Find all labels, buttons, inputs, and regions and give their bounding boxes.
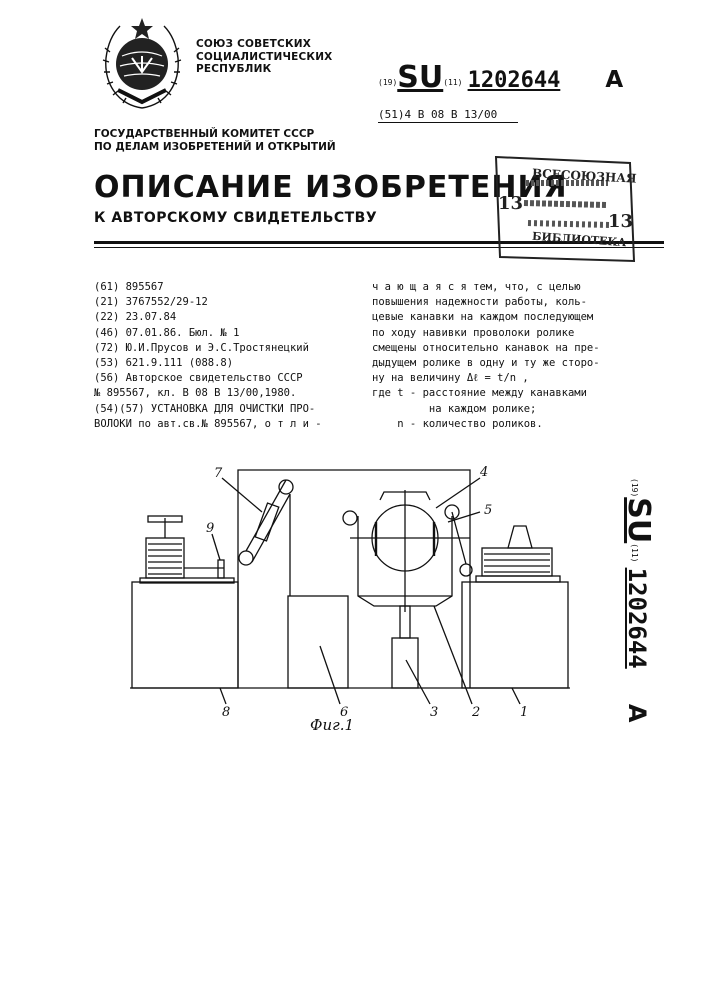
committee-name: ГОСУДАРСТВЕННЫЙ КОМИТЕТ СССР ПО ДЕЛАМ ИЗ…	[94, 128, 336, 154]
inid-code-19: (19)	[378, 78, 397, 87]
patent-number: 1202644	[468, 68, 561, 93]
country-line: РЕСПУБЛИК	[196, 63, 332, 76]
side-inid-19: (19)	[630, 478, 639, 497]
right-block-1	[462, 582, 568, 688]
claim-line: на каждом ролике;	[372, 402, 672, 417]
country-name: СОЮЗ СОВЕТСКИХ СОЦИАЛИСТИЧЕСКИХ РЕСПУБЛИ…	[196, 38, 332, 76]
claim-line: где t - расстояние между канавками	[372, 386, 672, 401]
figure-label: 1	[520, 705, 528, 720]
pulley-7b	[279, 480, 293, 494]
figure-label: 8	[222, 705, 230, 720]
biblio-line: (54)(57) УСТАНОВКА ДЛЯ ОЧИСТКИ ПРО-	[94, 402, 374, 417]
figure-label: 2	[471, 705, 480, 720]
left-block-8	[132, 582, 238, 688]
country-line: СОЮЗ СОВЕТСКИХ	[196, 38, 332, 51]
claim-line: ну на величину Δℓ = t/n ,	[372, 371, 672, 386]
pulley-left	[343, 511, 357, 525]
library-stamp: ВСЕСОЮЗНАЯ 13 13 БИБЛИОТЕКА	[488, 153, 638, 265]
block-6	[288, 596, 348, 688]
claim-line: по ходу навивки проволоки ролике	[372, 326, 672, 341]
inid-code-11: (11)	[443, 78, 462, 87]
claim-line: цевые канавки на каждом последующем	[372, 310, 672, 325]
bibliographic-data: (61) 895567 (21) 3767552/29-12 (22) 23.0…	[94, 280, 374, 432]
pulley-7a	[239, 551, 253, 565]
biblio-line: (72) Ю.И.Прусов и Э.С.Тростянецкий	[94, 341, 374, 356]
country-code: SU	[397, 60, 443, 95]
claim-line: n - количество роликов.	[372, 417, 672, 432]
figure-label: 7	[214, 466, 223, 481]
biblio-line: (22) 23.07.84	[94, 310, 374, 325]
right-spool-cap	[508, 526, 532, 548]
side-inid-11: (11)	[630, 543, 639, 562]
biblio-line: № 895567, кл. В 08 В 13/00,1980.	[94, 386, 374, 401]
biblio-line: (21) 3767552/29-12	[94, 295, 374, 310]
ipc-underline	[378, 122, 518, 123]
committee-line: ГОСУДАРСТВЕННЫЙ КОМИТЕТ СССР	[94, 128, 336, 141]
technical-drawing: 7 4 5 9 8 6 3 2 1	[100, 460, 600, 760]
biblio-line: (61) 895567	[94, 280, 374, 295]
biblio-line: ВОЛОКИ по авт.св.№ 895567, о т л и -	[94, 417, 374, 432]
biblio-line: (56) Авторское свидетельство СССР	[94, 371, 374, 386]
document-kind: A	[605, 67, 623, 93]
stamp-number-left: 13	[498, 193, 523, 214]
claim-line: смещены относительно канавок на пре-	[372, 341, 672, 356]
ipc-classification: (51)4 В 08 В 13/00	[378, 108, 497, 121]
figure-label: 9	[206, 521, 214, 536]
committee-line: ПО ДЕЛАМ ИЗОБРЕТЕНИЙ И ОТКРЫТИЙ	[94, 141, 336, 154]
figure-label: 4	[479, 465, 488, 480]
state-emblem	[98, 12, 186, 112]
figure-label: 5	[484, 503, 492, 518]
biblio-line: (46) 07.01.86. Бюл. № 1	[94, 326, 374, 341]
figure-label: 3	[430, 705, 438, 720]
side-document-kind: A	[623, 704, 651, 723]
document-subtitle: К АВТОРСКОМУ СВИДЕТЕЛЬСТВУ	[94, 210, 377, 226]
claim-line: повышения надежности работы, коль-	[372, 295, 672, 310]
claim-line: дыдущем ролике в одну и ту же сторо-	[372, 356, 672, 371]
side-patent-number-value: 1202644	[623, 568, 651, 669]
biblio-line: (53) 621.9.111 (088.8)	[94, 356, 374, 371]
side-country-code: SU	[621, 497, 656, 543]
claim-text: ч а ю щ а я с я тем, что, с целью повыше…	[372, 280, 672, 432]
country-line: СОЦИАЛИСТИЧЕСКИХ	[196, 51, 332, 64]
guide-9	[218, 560, 224, 578]
claim-line: ч а ю щ а я с я тем, что, с целью	[372, 280, 672, 295]
patent-number-line: (19)SU(11) 1202644 A	[378, 60, 623, 95]
stamp-number-right: 13	[608, 211, 633, 232]
shaft-support-3	[392, 638, 418, 688]
figure-caption: Фиг.1	[310, 716, 354, 734]
side-patent-number: (19)SU(11) 1202644 A	[636, 478, 676, 778]
